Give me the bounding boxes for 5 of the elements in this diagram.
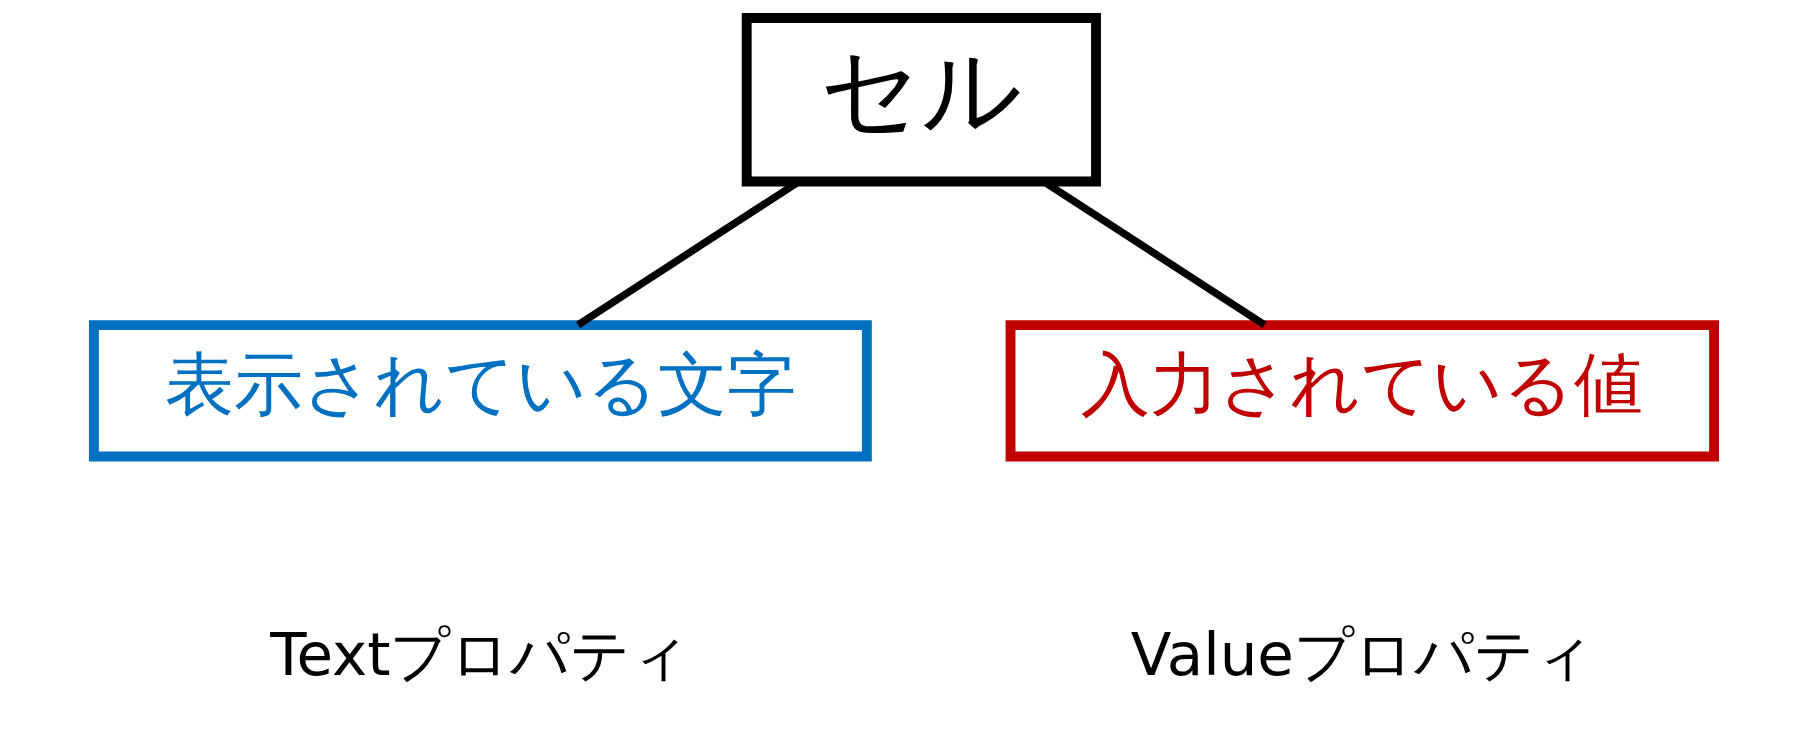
node-box: 入力されている値 [1005, 320, 1720, 462]
node-label: Textプロパティ [270, 619, 691, 689]
node-box: 表示されている文字 [88, 320, 872, 462]
node-box: セル [741, 13, 1101, 187]
node-label: Valueプロパティ [1130, 619, 1594, 689]
